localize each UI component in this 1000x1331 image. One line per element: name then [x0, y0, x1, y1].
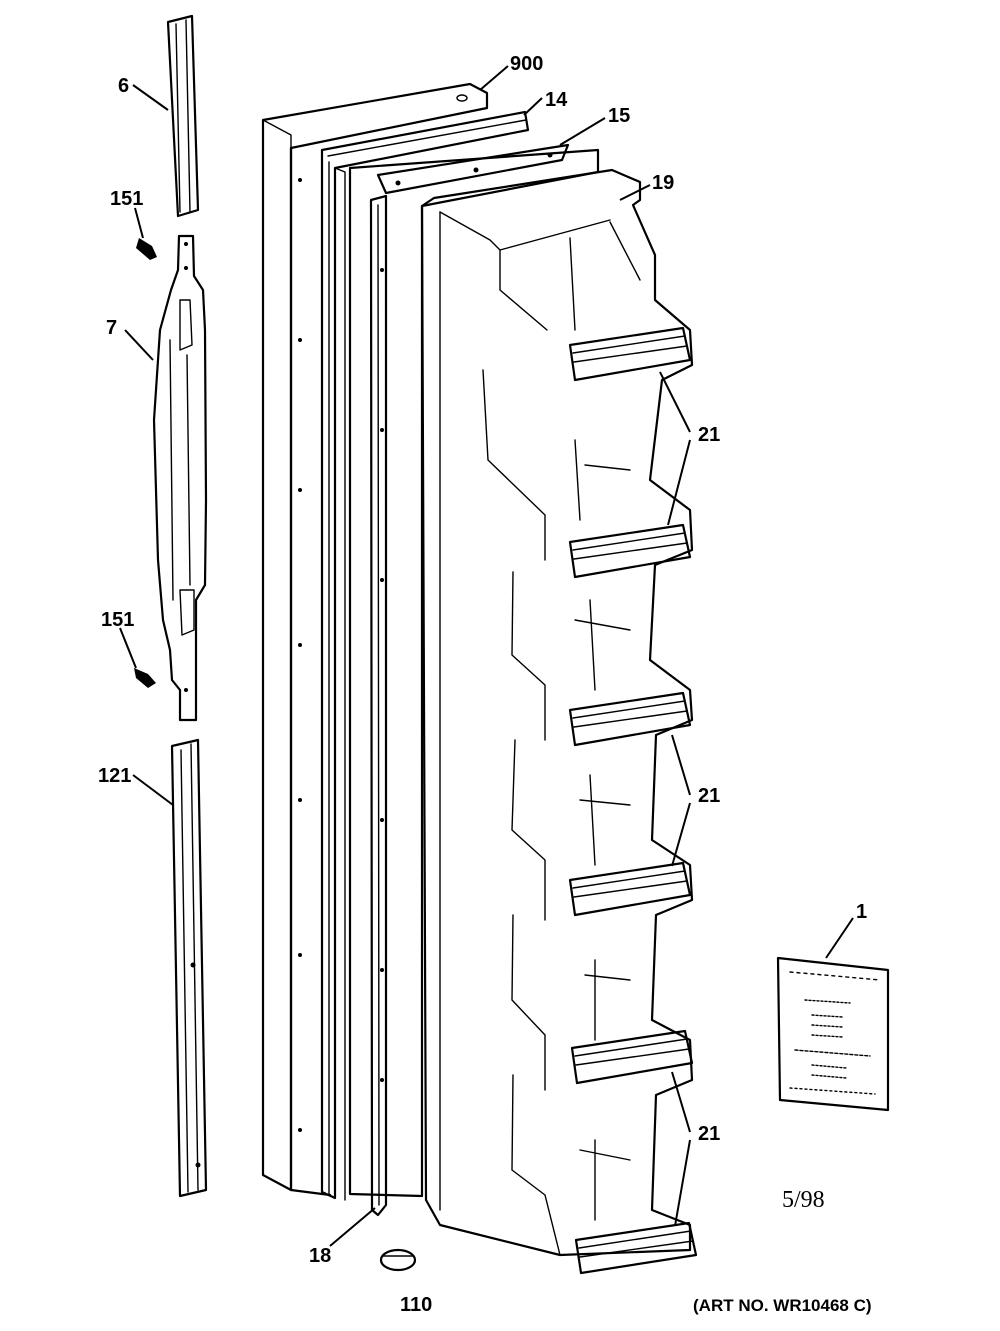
- callout-labels: 6 151 7 151 121 900 14 15 19 21 21 21 1 …: [98, 53, 867, 1316]
- callout-1: 1: [856, 901, 867, 923]
- part-18-side-trim: [369, 194, 388, 1217]
- part-21-bin-front-5: [570, 1029, 694, 1085]
- part-21-bin-front-3: [568, 691, 692, 747]
- callout-18: 18: [309, 1245, 331, 1267]
- part-21-bin-front-6: [574, 1221, 698, 1275]
- leader-lines: [119, 65, 854, 1247]
- callout-151-top: 151: [110, 188, 143, 210]
- callout-6: 6: [118, 75, 129, 97]
- part-7-handle: [152, 234, 208, 722]
- callout-110: 110: [400, 1294, 432, 1316]
- callout-19: 19: [652, 172, 674, 194]
- part-21-bin-front-4: [568, 861, 692, 917]
- callout-7: 7: [106, 317, 117, 339]
- part-110-plug: [379, 1248, 417, 1272]
- part-21-bin-front-1: [568, 326, 692, 382]
- part-15-top-trim: [376, 143, 570, 195]
- part-151-screw-bottom: [134, 668, 156, 688]
- callout-900: 900: [510, 53, 543, 75]
- part-151-screw-top: [136, 238, 157, 260]
- callout-121: 121: [98, 765, 131, 787]
- callout-21-bottom: 21: [698, 1123, 720, 1145]
- part-19-door-liner: [348, 148, 694, 1257]
- part-900-door-outer: [261, 82, 489, 1197]
- date-code: 5/98: [782, 1187, 825, 1213]
- part-21-bin-front-2: [568, 523, 692, 579]
- callout-21-middle: 21: [698, 785, 720, 807]
- part-121-handle-trim: [170, 738, 208, 1198]
- callout-21-top: 21: [698, 424, 720, 446]
- part-14-door-gasket: [320, 110, 530, 1201]
- callout-151-bottom: 151: [101, 609, 134, 631]
- callout-15: 15: [608, 105, 630, 127]
- callout-14: 14: [545, 89, 568, 111]
- part-6-handle-cap: [166, 14, 200, 218]
- art-number: (ART NO. WR10468 C): [693, 1296, 872, 1315]
- part-1-literature: [776, 956, 890, 1112]
